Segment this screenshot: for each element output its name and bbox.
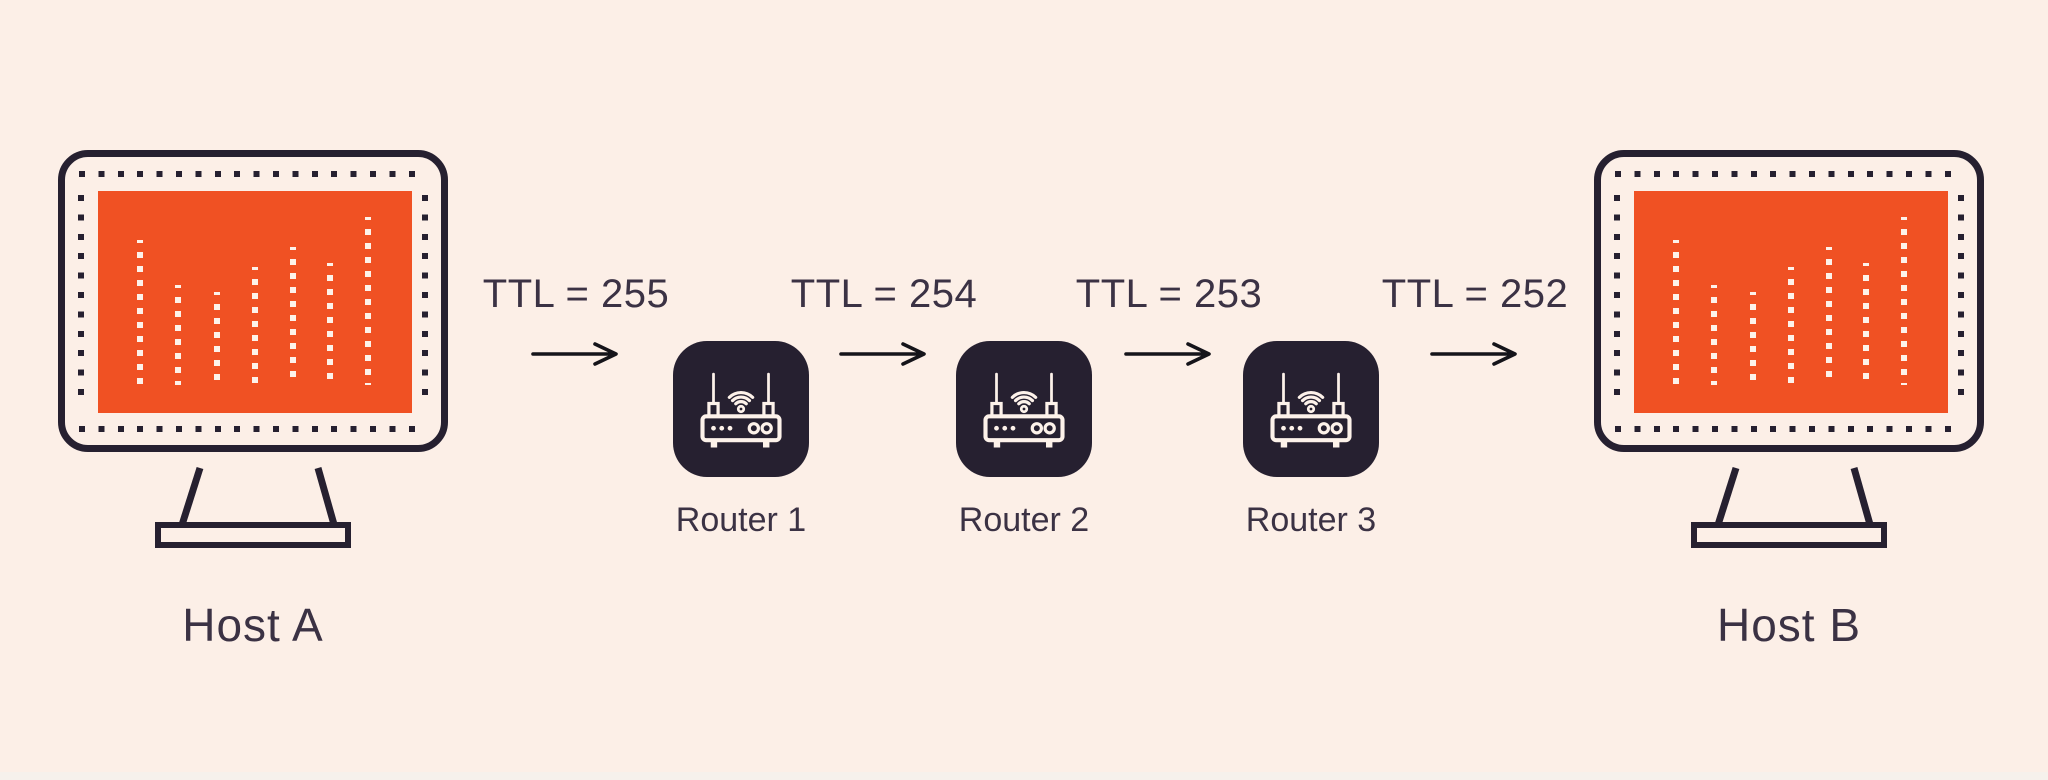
equalizer-bars-icon xyxy=(137,217,371,385)
bezel-dots-right xyxy=(1958,195,1964,407)
bottom-strip xyxy=(0,772,2048,780)
host-a: Host A xyxy=(58,150,448,670)
router-1-box xyxy=(673,341,809,477)
router-2: Router 2 xyxy=(956,341,1092,539)
hop-4: TTL = 252 xyxy=(1375,272,1575,367)
right-arrow-icon xyxy=(1430,342,1517,366)
bezel-dots-right xyxy=(422,195,428,407)
monitor-stand-icon xyxy=(155,466,351,548)
bezel-dots-top xyxy=(79,171,427,177)
right-arrow-icon xyxy=(531,342,618,366)
monitor-screen xyxy=(1634,191,1948,413)
wifi-router-icon xyxy=(700,372,782,448)
router-2-label: Router 2 xyxy=(958,501,1090,539)
ttl-label-4: TTL = 252 xyxy=(1381,272,1569,316)
host-b: Host B xyxy=(1594,150,1984,670)
wifi-router-icon xyxy=(983,372,1065,448)
ttl-label-2: TTL = 254 xyxy=(790,272,978,316)
right-arrow-icon xyxy=(839,342,926,366)
host-b-label: Host B xyxy=(1716,599,1862,651)
hop-1: TTL = 255 xyxy=(476,272,676,367)
right-arrow-icon xyxy=(1124,342,1211,366)
monitor-stand-icon xyxy=(1691,466,1887,548)
bezel-dots-left xyxy=(78,195,84,407)
ttl-label-1: TTL = 255 xyxy=(482,272,670,316)
host-a-label: Host A xyxy=(182,599,324,651)
monitor-screen xyxy=(98,191,412,413)
router-1-label: Router 1 xyxy=(675,501,807,539)
router-1: Router 1 xyxy=(673,341,809,539)
monitor-icon xyxy=(58,150,448,452)
router-3-label: Router 3 xyxy=(1245,501,1377,539)
hop-3: TTL = 253 xyxy=(1069,272,1269,367)
router-3: Router 3 xyxy=(1243,341,1379,539)
hop-2: TTL = 254 xyxy=(784,272,984,367)
router-2-box xyxy=(956,341,1092,477)
bezel-dots-top xyxy=(1615,171,1963,177)
equalizer-bars-icon xyxy=(1673,217,1907,385)
bezel-dots-bottom xyxy=(1615,426,1963,432)
router-3-box xyxy=(1243,341,1379,477)
monitor-icon xyxy=(1594,150,1984,452)
bezel-dots-bottom xyxy=(79,426,427,432)
bezel-dots-left xyxy=(1614,195,1620,407)
wifi-router-icon xyxy=(1270,372,1352,448)
ttl-label-3: TTL = 253 xyxy=(1075,272,1263,316)
